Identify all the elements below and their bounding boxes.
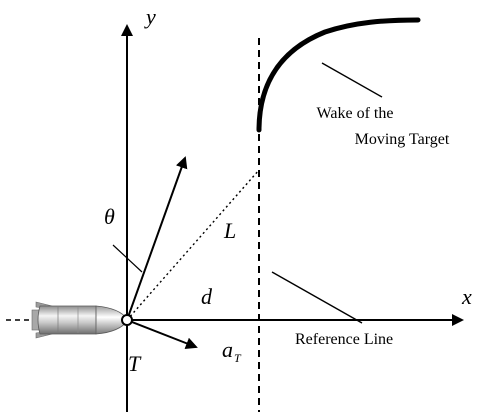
- T-label: T: [128, 351, 142, 376]
- reference-line-caption: Reference Line: [295, 331, 393, 348]
- torpedo-vehicle-icon: [31, 301, 129, 339]
- L-label: L: [223, 218, 236, 243]
- line-of-sight-L: [126, 169, 260, 321]
- x-axis-label: x: [461, 284, 472, 309]
- origin-circle-icon: [121, 314, 133, 326]
- d-label: d: [201, 284, 213, 309]
- wake-caption-line2: Moving Target: [355, 131, 450, 148]
- wake-caption-line1: Wake of the: [317, 105, 394, 122]
- wake-curve: [256, 17, 421, 133]
- theta-leader-line: [112, 244, 143, 273]
- a-label: a: [222, 337, 233, 362]
- y-axis-label: y: [144, 4, 156, 29]
- theta-label: θ: [104, 204, 115, 229]
- acceleration-vector-arrow: [126, 319, 198, 349]
- a-subscript-label: T: [234, 351, 242, 365]
- heading-vector-arrow: [126, 156, 188, 321]
- reference-leader-line: [271, 271, 363, 324]
- wake-leader-line: [321, 62, 383, 98]
